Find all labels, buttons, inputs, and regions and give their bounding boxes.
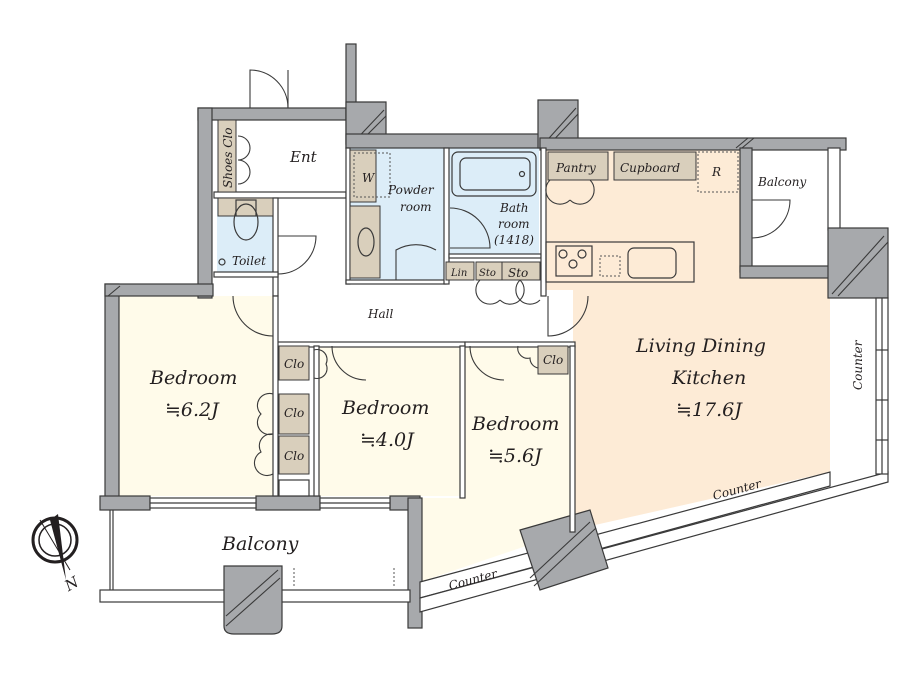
washer-label: W	[362, 171, 376, 185]
bathroom-size: (1418)	[494, 233, 534, 247]
bedroom-3-floor	[420, 346, 573, 582]
entrance-label: Ent	[289, 148, 318, 166]
bedroom-1-floor	[119, 296, 274, 496]
closet-label: Clo	[284, 449, 304, 463]
bathroom-label-2: room	[498, 217, 530, 231]
closet-label: Clo	[543, 353, 563, 367]
bedroom-2-floor	[318, 346, 460, 496]
balcony-south-label: Balcony	[221, 533, 299, 555]
bedroom-1-label: Bedroom	[149, 367, 237, 389]
refrigerator-label: R	[711, 165, 721, 179]
ldk-label-1: Living Dining	[635, 335, 766, 357]
bedroom-3-label: Bedroom	[471, 413, 559, 435]
storage-large-label: Sto	[508, 266, 528, 280]
linen-label: Lin	[450, 268, 467, 279]
bedroom-1-area: ≒6.2J	[165, 399, 220, 421]
cupboard-label: Cupboard	[620, 161, 680, 175]
balcony-east-label: Balcony	[757, 175, 806, 189]
closet-label: Clo	[284, 357, 304, 371]
shoes-closet-label: Shoes Clo	[221, 128, 235, 189]
ldk-floor	[545, 148, 830, 530]
bedroom-3-area: ≒5.6J	[488, 445, 543, 467]
pantry-label: Pantry	[555, 161, 596, 175]
ldk-area: ≒17.6J	[676, 399, 743, 421]
entrance-door	[249, 69, 289, 109]
counter-right-label: Counter	[851, 339, 865, 390]
powder-room-label-2: room	[400, 200, 432, 214]
storage-small-label: Sto	[479, 268, 496, 279]
compass-north-label: N	[61, 572, 83, 595]
toilet-label: Toilet	[232, 254, 266, 268]
bedroom-2-label: Bedroom	[341, 397, 429, 419]
bedroom-2-area: ≒4.0J	[360, 429, 415, 451]
closet-label: Clo	[284, 406, 304, 420]
bathroom-floor	[449, 148, 539, 256]
compass-icon: N	[31, 514, 83, 595]
hall-label: Hall	[367, 307, 393, 321]
powder-room-label-1: Powder	[387, 183, 435, 197]
ldk-label-2: Kitchen	[671, 367, 746, 389]
bathroom-label-1: Bath	[499, 201, 529, 215]
